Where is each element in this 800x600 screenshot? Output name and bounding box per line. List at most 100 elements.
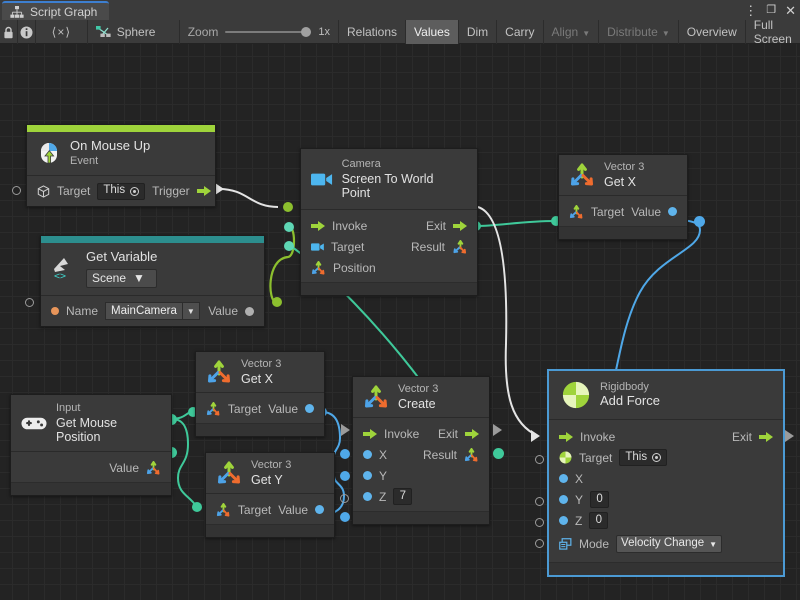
port-arrow-mouseup-trigger[interactable] [215,183,224,195]
zoom-control[interactable]: Zoom 1x [180,20,339,44]
port-arrow-create-exit[interactable] [493,424,502,436]
close-icon[interactable]: ✕ [785,4,796,17]
port-dot-camera-target[interactable] [284,222,294,232]
toolbar-button-overview[interactable]: Overview [679,20,746,44]
graph-canvas[interactable]: On Mouse Up Event Target This [0,44,800,600]
port-arrow-create-invoke[interactable] [341,424,350,436]
target-label: Target [57,184,90,198]
value-output-port-icon[interactable] [245,307,254,316]
z-input-port-icon[interactable] [559,516,568,525]
port-ring-getvariable-name[interactable] [25,298,34,307]
vector3-icon [206,360,232,385]
port-dot-create-y[interactable] [340,471,350,481]
x-label: X [575,472,583,486]
node-vector3-get-x-top[interactable]: Vector 3 Get X Target Value [558,154,688,240]
x-input-port-icon[interactable] [363,450,372,459]
port-dot-create-result[interactable] [493,448,504,459]
port-arrow-rigidbody-invoke[interactable] [531,430,540,442]
flow-out-arrow-icon[interactable] [465,429,479,439]
node-title: Screen To World Point [342,172,463,201]
value-label: Value [208,304,238,318]
node-rigidbody-add-force[interactable]: Rigidbody Add Force Invoke Exit [548,370,784,576]
chevron-down-icon[interactable]: ▼ [183,302,200,320]
tab-script-graph[interactable]: Script Graph [2,1,109,20]
z-value-field[interactable]: 7 [393,488,412,505]
z-input-port-icon[interactable] [363,492,372,501]
port-dot-camera-position[interactable] [284,241,294,251]
variable-name-field[interactable]: MainCamera ▼ [105,302,200,320]
node-body: Invoke Exit Target This [549,420,783,562]
port-ring-mouseup-target[interactable] [12,186,21,195]
row-name-value: Name MainCamera ▼ Value [41,301,264,322]
graph-object-button[interactable]: Sphere [88,20,180,44]
value-output-port-icon[interactable] [668,207,677,216]
kebab-menu-icon[interactable]: ⋮ [744,4,757,17]
mode-dropdown[interactable]: Velocity Change ▼ [616,535,722,553]
node-input-get-mouse-position[interactable]: Input Get Mouse Position Value [10,394,172,496]
vector3-port-icon [464,448,479,462]
toolbar-button-values[interactable]: Values [406,20,459,44]
target-value-chip[interactable]: This [97,183,145,200]
name-input-port-icon[interactable] [51,307,59,315]
port-ring-create-z[interactable] [340,494,349,503]
toolbar-button-align[interactable]: Align ▼ [544,20,600,44]
camera-port-icon [311,242,324,252]
zoom-slider[interactable] [225,26,311,38]
maximize-icon[interactable]: ❐ [766,5,776,16]
chevron-down-icon: ▼ [582,29,590,38]
node-subtitle: Vector 3 [398,383,438,396]
node-get-variable[interactable]: <> Get Variable Scene ▼ Name Ma [40,235,265,327]
position-label: Position [333,261,376,275]
flow-out-arrow-icon[interactable] [759,432,773,442]
flow-in-arrow-icon[interactable] [363,429,377,439]
flow-out-arrow-icon[interactable] [453,221,467,231]
node-vector3-create[interactable]: Vector 3 Create Invoke Exit [352,376,490,525]
y-input-port-icon[interactable] [559,495,568,504]
lock-button[interactable] [0,20,18,44]
target-picker-icon[interactable] [652,453,661,462]
code-toggle-button[interactable]: ⟨×⟩ [36,20,88,44]
node-title: Add Force [600,394,660,409]
node-vector3-get-y[interactable]: Vector 3 Get Y Target Value [205,452,335,538]
toolbar-button-carry[interactable]: Carry [497,20,543,44]
chevron-down-icon: ▼ [709,541,717,549]
port-ring-rigidbody-mode[interactable] [535,539,544,548]
port-dot-camera-invoke[interactable] [283,202,293,212]
port-dot-getvariable-value[interactable] [272,297,282,307]
variable-scope-dropdown[interactable]: Scene ▼ [86,269,157,288]
z-value-field[interactable]: 0 [589,512,608,529]
toolbar-button-distribute[interactable]: Distribute ▼ [599,20,679,44]
info-button[interactable] [18,20,36,44]
flow-out-arrow-icon[interactable] [197,186,211,196]
y-value-field[interactable]: 0 [590,491,609,508]
port-dot-gety-target[interactable] [192,502,202,512]
vector3-icon [216,461,242,486]
target-label: Target [228,402,261,416]
y-input-port-icon[interactable] [363,471,372,480]
toolbar-button-dim[interactable]: Dim [459,20,497,44]
port-ring-rigidbody-z[interactable] [535,518,544,527]
port-arrow-rigidbody-exit[interactable] [785,430,794,442]
toolbar-button-full-screen[interactable]: Full Screen [746,20,800,44]
value-label: Value [109,461,139,475]
x-input-port-icon[interactable] [559,474,568,483]
target-value-chip[interactable]: This [619,449,667,466]
target-picker-icon[interactable] [130,187,139,196]
node-camera-screen-to-world-point[interactable]: Camera Screen To World Point Invoke Exit [300,148,478,296]
value-output-port-icon[interactable] [315,505,324,514]
flow-in-arrow-icon[interactable] [311,221,325,231]
flow-in-arrow-icon[interactable] [559,432,573,442]
node-on-mouse-up[interactable]: On Mouse Up Event Target This [26,124,216,207]
node-footer [549,562,783,575]
node-footer [559,226,687,239]
row-target: Target This [549,447,783,468]
port-ring-rigidbody-target-ext[interactable] [535,455,544,464]
port-dot-create-x[interactable] [340,449,350,459]
node-vector3-get-x-mid[interactable]: Vector 3 Get X Target Value [195,351,325,437]
port-dot-getx-top-value[interactable] [694,216,705,227]
toolbar-button-relations[interactable]: Relations [339,20,406,44]
zoom-slider-handle[interactable] [301,27,311,37]
value-output-port-icon[interactable] [305,404,314,413]
port-ring-rigidbody-y[interactable] [535,497,544,506]
port-dot-create-z-in[interactable] [340,512,350,522]
